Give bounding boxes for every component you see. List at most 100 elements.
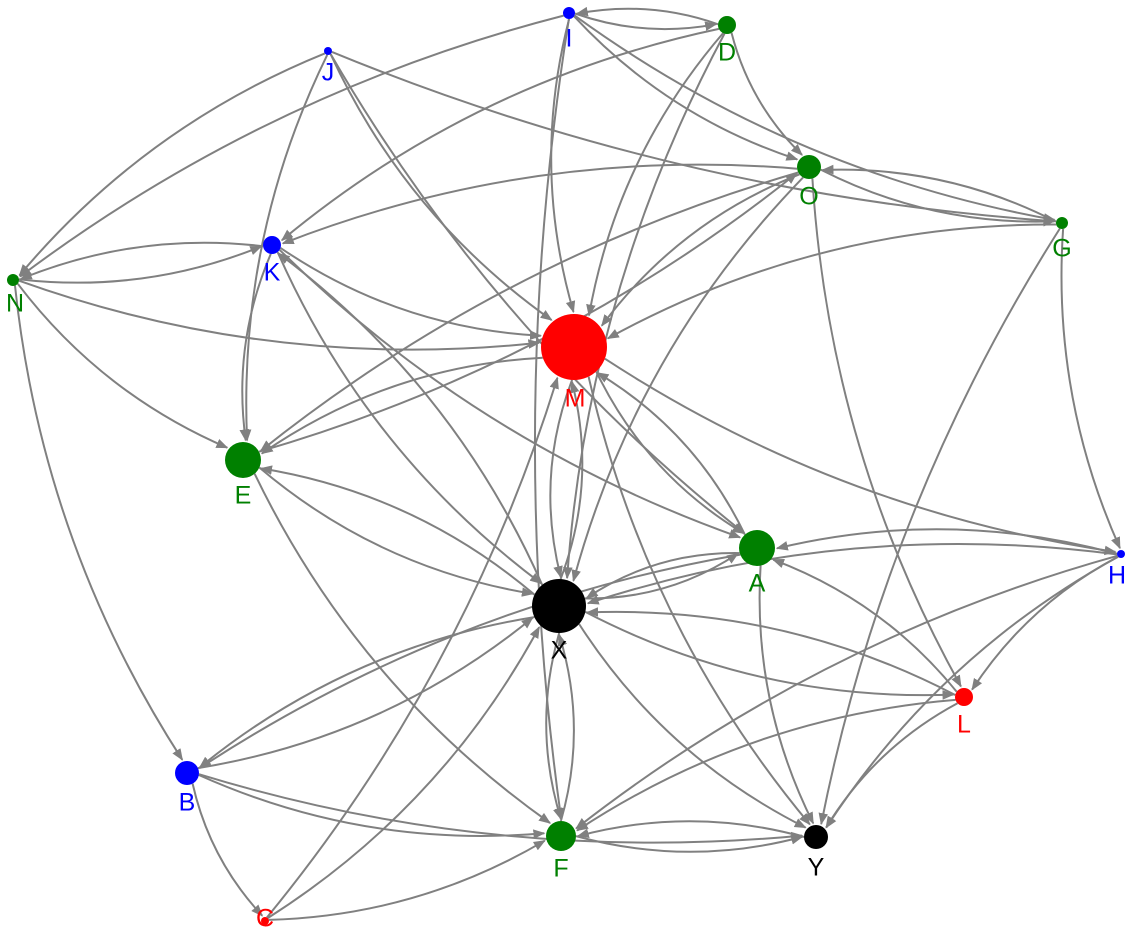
edge-e-to-f: [253, 473, 551, 824]
node-label-f: F: [553, 855, 568, 883]
node-label-y: Y: [808, 854, 825, 882]
edge-j-to-n: [18, 52, 326, 277]
edge-x-to-a: [584, 552, 739, 600]
edge-b-to-c: [191, 783, 264, 917]
edge-f-to-x: [557, 633, 575, 822]
node-label-o: O: [799, 183, 818, 211]
edge-i-to-d: [574, 12, 718, 31]
nodes-layer: [7, 7, 1125, 925]
edge-h-to-x: [586, 542, 1118, 605]
node-l[interactable]: [955, 688, 973, 706]
edge-l-to-x: [586, 607, 956, 696]
edge-j-to-a: [329, 53, 745, 534]
edge-o-to-e: [259, 171, 799, 452]
edge-h-to-a: [775, 528, 1118, 555]
edge-m-to-h: [604, 357, 1117, 556]
edge-x-to-y: [578, 623, 807, 829]
node-label-l: L: [957, 711, 971, 739]
edge-f-to-y: [575, 835, 804, 853]
edge-k-to-x: [276, 251, 542, 585]
edge-l-to-f: [576, 698, 956, 832]
edge-k-to-n: [19, 241, 264, 280]
edge-o-to-l: [811, 178, 962, 688]
edge-y-to-f: [576, 820, 805, 838]
node-label-n: N: [6, 290, 24, 318]
edge-o-to-m: [600, 173, 800, 327]
node-b[interactable]: [175, 761, 199, 785]
node-n[interactable]: [7, 274, 19, 286]
edge-o-to-g: [820, 168, 1056, 227]
edge-n-to-b: [14, 285, 184, 761]
edge-j-to-e: [241, 54, 329, 442]
node-g[interactable]: [1056, 217, 1068, 229]
node-x[interactable]: [532, 579, 586, 633]
edge-k-to-a: [278, 249, 742, 539]
node-f[interactable]: [546, 821, 576, 851]
node-label-c: C: [256, 905, 274, 933]
edge-m-to-e: [260, 356, 543, 455]
node-i[interactable]: [563, 7, 575, 19]
edge-x-to-b: [198, 616, 535, 769]
node-label-e: E: [235, 482, 252, 510]
node-label-h: H: [1108, 562, 1126, 590]
node-label-k: K: [264, 259, 281, 287]
edge-x-to-f: [545, 632, 563, 821]
node-label-d: D: [718, 39, 736, 67]
edge-n-to-k: [18, 245, 263, 284]
edge-b-to-f: [198, 774, 546, 839]
edge-d-to-i: [575, 6, 719, 26]
edge-j-to-g: [331, 50, 1056, 226]
node-c[interactable]: [261, 917, 269, 925]
node-h[interactable]: [1117, 550, 1125, 558]
edge-h-to-f: [575, 554, 1118, 830]
edge-h-to-y: [825, 555, 1119, 829]
node-k[interactable]: [263, 236, 281, 254]
node-label-j: J: [322, 59, 335, 87]
edge-h-to-l: [971, 555, 1119, 691]
edge-n-to-m: [18, 279, 541, 351]
node-o[interactable]: [797, 155, 821, 179]
edge-l-to-a: [772, 558, 958, 693]
edge-x-to-k: [277, 252, 544, 586]
edge-i-to-f: [533, 18, 570, 821]
node-m[interactable]: [541, 314, 607, 380]
node-d[interactable]: [718, 16, 736, 34]
edge-i-to-n: [19, 14, 564, 278]
edge-x-to-m: [559, 380, 584, 580]
node-a[interactable]: [739, 530, 775, 566]
edge-j-to-m: [329, 53, 553, 321]
node-label-g: G: [1052, 235, 1071, 263]
node-j[interactable]: [324, 47, 332, 55]
edge-a-to-x: [585, 552, 740, 599]
edge-d-to-k: [280, 27, 720, 241]
edge-b-to-x: [197, 617, 534, 770]
edge-c-to-f: [268, 839, 546, 921]
edge-c-to-m: [266, 376, 559, 919]
edge-l-to-y: [825, 702, 958, 829]
edge-i-to-m: [550, 18, 576, 314]
edge-n-to-e: [16, 283, 229, 449]
edge-e-to-x: [258, 466, 534, 597]
node-label-a: A: [749, 570, 766, 598]
edges-layer: [14, 6, 1121, 921]
node-y[interactable]: [804, 825, 828, 849]
edge-g-to-y: [818, 228, 1061, 826]
edge-k-to-e: [239, 253, 272, 442]
node-label-b: B: [179, 789, 196, 817]
edge-o-to-k: [281, 163, 798, 245]
node-label-i: I: [566, 25, 573, 53]
edge-k-to-m: [279, 247, 542, 341]
edge-x-to-e: [260, 465, 536, 596]
edge-a-to-y: [758, 565, 815, 825]
edge-g-to-h: [1060, 228, 1121, 550]
edge-d-to-m: [586, 32, 724, 317]
edge-c-to-x: [267, 626, 541, 919]
labels-layer: I D J O G K N M E A H X L B F Y C: [6, 25, 1126, 933]
edge-a-to-m: [596, 372, 746, 536]
edge-x-to-l: [584, 611, 955, 700]
node-label-x: X: [551, 637, 568, 665]
node-label-m: M: [565, 385, 586, 413]
edge-g-to-o: [821, 164, 1057, 223]
node-e[interactable]: [225, 442, 261, 478]
